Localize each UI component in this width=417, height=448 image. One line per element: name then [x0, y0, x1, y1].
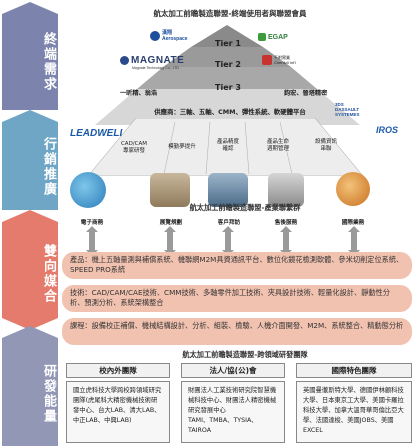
caption-ecommerce: 電子商務 [80, 220, 104, 226]
tier-3-label: Tier 3 [215, 83, 241, 92]
side-label-rd: 研發能量 [41, 364, 56, 424]
products-pill: 產品：機上五軸量測與補償系統、機聯網M2M具資通訊平台、數位化鏡花檢測軟體、參米… [62, 252, 412, 279]
exhibition-icon [150, 173, 190, 207]
connector-arrows [86, 226, 360, 256]
capability-trapezoid [88, 118, 363, 176]
customer-visit-icon [208, 173, 248, 207]
tier-pyramid [95, 25, 360, 125]
technology-pill: 技術：CAD/CAM/CAE技術、CMM技術、多軸零件加工技術、夾具設計技術、輕… [62, 285, 412, 312]
ecommerce-icon [70, 172, 106, 208]
tier-2-label: Tier 2 [215, 60, 241, 69]
team-institute-body: 財團法人工業技術研究院智慧機械科技中心、財團法人精密機械研究發展中心 TAMI、… [181, 381, 285, 443]
caption-international: 國際業務 [341, 220, 365, 226]
side-arrow-matching [2, 210, 58, 330]
column-cadcam: CAD/CAM 專家研發 [120, 141, 148, 154]
tier-1-label: Tier 1 [215, 39, 241, 48]
side-arrow-rd [2, 326, 58, 446]
top-title: 航太加工前瞻製造聯盟-終端使用者與聯盟會員 [153, 9, 307, 18]
side-label-matching: 雙向媒合 [41, 244, 56, 304]
caption-visit: 客戶拜訪 [217, 220, 241, 226]
iros-logo: IROS [376, 125, 399, 135]
egap-logo: EGAP [258, 33, 288, 41]
team-institute-head: 法人/協(公)會 [181, 363, 285, 378]
caption-aftersales: 售後服務 [274, 220, 298, 226]
leadwell-logo: LEADWELL [70, 128, 126, 139]
column-equipment: 設備資訊 串聯 [314, 139, 337, 152]
international-icon [336, 172, 370, 206]
tier3-right-text: 鈞宏、晉塔精密 [284, 90, 328, 97]
after-sales-icon [268, 173, 304, 207]
magnate-logo: MAGNATE Magnate Technology Co., LTD [120, 55, 184, 70]
column-quality: 模勤夢提升 [168, 144, 196, 150]
caption-exhibition: 展覽規劃 [159, 220, 183, 226]
team-international-body: 英國曼徹斯特大學、德國伊林顧科技大學、日本東京工大學、美國卡羅拉科技大學、加拿大… [296, 381, 412, 443]
side-arrow-demand [2, 2, 58, 110]
mid-title: 航太加工前瞻製造聯盟-產業聯繫群 [189, 203, 301, 212]
side-label-demand: 終端需求 [41, 32, 56, 92]
column-precision: 產品精度 確認 [216, 139, 239, 152]
team-internal-head: 校內外團隊 [66, 363, 170, 378]
team-internal-body: 國立虎科技大學跨校跨領域研究團隊(虎尾科大精密機械技術研發中心、台大LAB、清大… [66, 381, 170, 443]
side-label-marketing: 行銷推廣 [41, 137, 56, 197]
team-international-head: 國際特色團隊 [296, 363, 412, 378]
courses-pill: 課程：設備校正補償、機械結構設計、分析、組裝、檢驗、人機介面開發、M2M、系統整… [62, 318, 412, 345]
tier3-left-text: 一昕精、翁浩 [120, 90, 158, 97]
tier-4-text: 供應商：三軸、五軸、CMM、彈性系統、軟硬體平台 [154, 108, 306, 116]
column-lifecycle: 產品生命 週期管理 [266, 139, 289, 152]
bottom-title: 航太加工前瞻製造聯盟-跨領域研發團隊 [182, 350, 308, 359]
side-arrow-marketing [2, 110, 58, 210]
